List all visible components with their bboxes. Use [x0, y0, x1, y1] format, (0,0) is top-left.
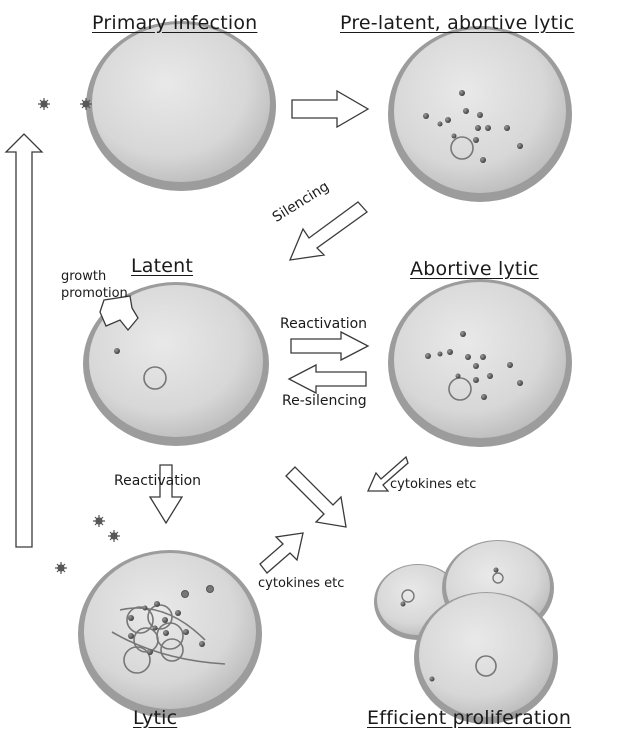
arrow-latent-to-proliferation: [286, 467, 346, 527]
arrow-reactivation-right: [291, 332, 368, 360]
title-latent: Latent: [131, 255, 193, 277]
title-prelatent-abortive-lytic: Pre-latent, abortive lytic: [340, 12, 574, 34]
label-reactivation-right: Reactivation: [280, 316, 367, 332]
label-cytokines-right: cytokines etc: [390, 477, 476, 492]
label-promotion: promotion: [61, 286, 128, 301]
title-abortive-lytic: Abortive lytic: [410, 258, 539, 280]
arrow-primary-to-prelatent: [292, 91, 368, 127]
cell-primary-infection: [86, 21, 276, 191]
title-primary-infection: Primary infection: [92, 12, 257, 34]
title-lytic: Lytic: [133, 707, 177, 729]
cell-abortive-lytic: [388, 279, 572, 447]
arrow-lytic-to-primary: [6, 134, 42, 547]
label-growth: growth: [61, 269, 106, 284]
label-cytokines-left: cytokines etc: [258, 576, 344, 591]
cell-cluster-proliferation: [374, 540, 558, 724]
label-reactivation-down: Reactivation: [114, 473, 201, 489]
cell-prelatent: [388, 26, 572, 202]
cell-lytic: [78, 550, 262, 718]
arrow-resilencing-left: [289, 365, 366, 393]
arrow-lytic-to-proliferation: [260, 533, 303, 573]
label-resilencing: Re-silencing: [282, 393, 367, 409]
title-efficient-proliferation: Efficient proliferation: [367, 707, 571, 729]
